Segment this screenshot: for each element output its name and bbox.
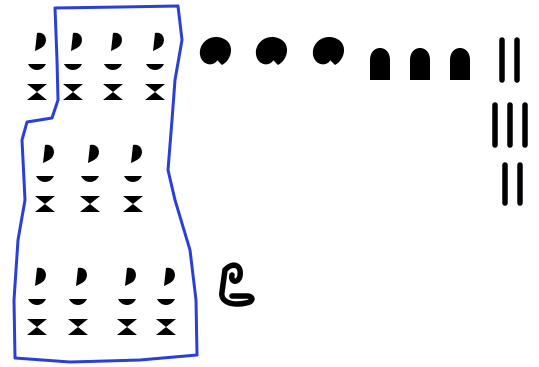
tadpole-glyph — [222, 265, 252, 304]
lotus-glyph — [68, 268, 88, 335]
group-highlight-outline — [14, 6, 197, 362]
lotus-glyph — [145, 33, 165, 100]
lotus-glyph — [123, 145, 143, 212]
lotus-glyph — [27, 33, 47, 100]
lotus-glyph — [35, 145, 55, 212]
lotus-glyph — [80, 145, 100, 212]
lotus-glyph — [63, 33, 83, 100]
heel-glyph — [370, 48, 390, 80]
lotus-glyph — [117, 268, 137, 335]
stroke-glyph — [502, 40, 517, 80]
lotus-glyph — [156, 268, 176, 335]
heel-glyph — [410, 48, 430, 80]
coil-glyph — [313, 37, 344, 65]
stroke-glyph — [495, 105, 525, 145]
lotus-glyph — [27, 268, 47, 335]
coil-glyph — [200, 37, 231, 65]
coil-glyph — [256, 37, 287, 65]
stroke-glyph — [505, 165, 520, 203]
heel-glyph — [450, 48, 470, 80]
lotus-glyph — [103, 33, 123, 100]
